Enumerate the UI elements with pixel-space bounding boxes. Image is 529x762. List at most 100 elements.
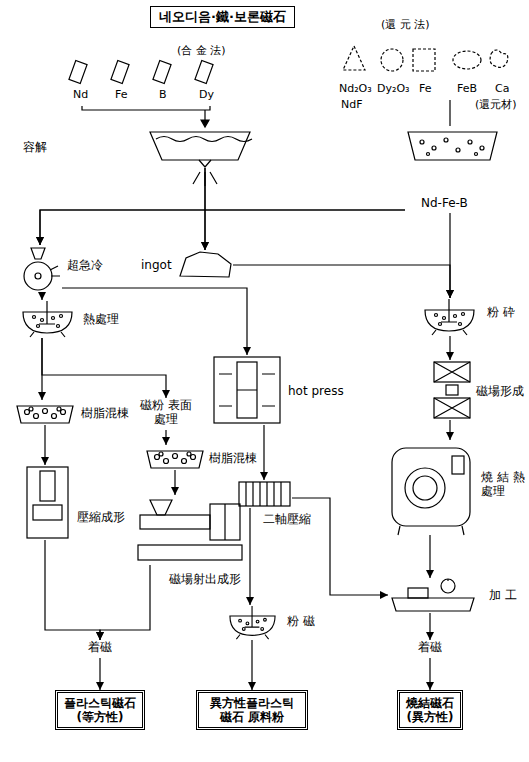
product-box: 燒結磁石(異方性) xyxy=(397,690,463,730)
node-text: 二軸壓縮 xyxy=(262,512,312,526)
process-step: 壓縮成形 xyxy=(25,465,70,540)
node-text: 燒 結 熱處理 xyxy=(480,470,526,498)
feed-line xyxy=(449,100,450,126)
flow-arrow xyxy=(45,540,100,640)
flow-arrow xyxy=(42,338,166,398)
flow-arrow xyxy=(449,420,450,440)
flow-arrow xyxy=(251,640,252,690)
node-text: 粉 砕 xyxy=(486,305,516,319)
process-step: 二軸壓縮 xyxy=(237,480,292,508)
process-step: 粉 磁 xyxy=(225,605,280,640)
injection-machine xyxy=(138,500,242,560)
heat-vessel xyxy=(23,301,72,337)
compression-press xyxy=(27,467,68,538)
flow-arrow xyxy=(40,210,405,245)
node-text: 樹脂混棟 xyxy=(80,406,130,420)
process-label: 着磁 xyxy=(80,640,120,658)
material-label: NdF xyxy=(340,98,364,111)
material-label: Dy xyxy=(198,88,215,101)
flow-arrow xyxy=(174,470,175,495)
flow-arrow xyxy=(205,210,405,250)
material-label: Dy₂O₃ xyxy=(376,82,410,95)
node-text: 超急冷 xyxy=(66,258,104,272)
flow-arrow xyxy=(40,168,205,245)
process-label: 磁粉 表面處理 xyxy=(140,398,192,430)
reduction-materials xyxy=(343,46,508,71)
flow-arrow xyxy=(44,425,45,465)
flow-arrow xyxy=(100,565,150,640)
node-text: 磁場射出成形 xyxy=(168,572,242,586)
flow-arrow xyxy=(429,658,430,690)
node-text: Nd-Fe-B xyxy=(420,196,469,210)
product-box: 플라스틱磁石(等方性) xyxy=(55,690,145,730)
reduction-vat xyxy=(408,132,497,160)
sinter-furnace xyxy=(392,448,470,535)
flow-arrow xyxy=(62,288,247,355)
material-label: Ca xyxy=(494,82,510,95)
process-step: 超急冷 xyxy=(20,245,62,293)
biaxial-press xyxy=(239,482,290,506)
title-box: 네오디음·鐵·보론磁石 xyxy=(150,6,295,28)
material-label: (還元材) xyxy=(474,98,518,111)
process-step: ingot xyxy=(178,250,233,278)
process-step: 燒 結 熱處理 xyxy=(388,440,473,535)
node-text: 異方性플라스틱 磁石 原料粉 xyxy=(205,696,299,724)
flow-arrow xyxy=(429,613,430,640)
node-text: (異方性) xyxy=(406,710,454,724)
process-step: 樹脂混棟 xyxy=(15,400,75,425)
process-step: 磁場形成 xyxy=(432,360,472,420)
node-text: 壓縮成形 xyxy=(76,510,126,524)
flow-arrow xyxy=(99,658,100,690)
material-label: B xyxy=(158,88,168,101)
process-step: 容解 xyxy=(150,128,250,168)
material-label: (合 金 法) xyxy=(176,44,227,57)
flow-arrow xyxy=(263,425,264,480)
process-step: Nd-Fe-B xyxy=(405,128,500,213)
node-text: 加 工 xyxy=(488,588,518,602)
flow-arrow xyxy=(249,508,250,605)
process-step: 熱處理 xyxy=(20,300,75,338)
alloy-elements xyxy=(69,61,213,127)
melting-furnace xyxy=(150,132,252,186)
node-text: (等方性) xyxy=(64,710,136,724)
product-box: 異方性플라스틱 磁石 原料粉 xyxy=(196,690,308,730)
field-press xyxy=(434,362,470,418)
node-text: 容解 xyxy=(22,140,48,154)
flow-arrow xyxy=(233,265,450,298)
node-text: hot press xyxy=(287,384,345,398)
flow-arrow xyxy=(165,430,166,445)
node-text: 燒結磁石 xyxy=(406,696,454,710)
flow-arrow xyxy=(449,336,450,360)
flow-arrow xyxy=(41,293,42,300)
process-step: hot press xyxy=(212,355,282,425)
node-text: 樹脂混棟 xyxy=(208,451,258,465)
node-text: 着磁 xyxy=(80,640,120,654)
node-text: 着磁 xyxy=(410,640,450,654)
material-label: Nd₂O₃ xyxy=(338,82,373,95)
material-label: FeB xyxy=(456,82,478,95)
resin-tray xyxy=(147,451,203,468)
process-step: 樹脂混棟 xyxy=(145,445,205,470)
resin-tray xyxy=(17,406,73,423)
material-label: Fe xyxy=(114,88,129,101)
powder-vessel xyxy=(230,606,275,639)
process-label: 着磁 xyxy=(410,640,450,658)
material-label: Fe xyxy=(418,82,433,95)
hot-press xyxy=(214,357,280,423)
ingot-lump xyxy=(180,252,231,277)
process-step: 磁場射出成形 xyxy=(135,495,245,565)
node-text: 粉 磁 xyxy=(286,614,316,628)
quench-wheel xyxy=(24,248,60,290)
node-text: 플라스틱磁石 xyxy=(64,696,136,710)
material-label: (還 元 法) xyxy=(380,18,431,31)
node-text: 熱處理 xyxy=(82,312,120,326)
material-label: Nd xyxy=(72,88,89,101)
grinder xyxy=(392,579,474,611)
process-step: 加 工 xyxy=(388,578,478,613)
flow-arrow xyxy=(429,535,430,578)
node-text: 磁場形成 xyxy=(475,384,525,398)
crusher xyxy=(425,299,474,335)
node-text: ingot xyxy=(140,258,173,272)
node-text: 네오디음·鐵·보론磁石 xyxy=(159,9,286,25)
node-text: 磁粉 表面處理 xyxy=(140,398,192,426)
